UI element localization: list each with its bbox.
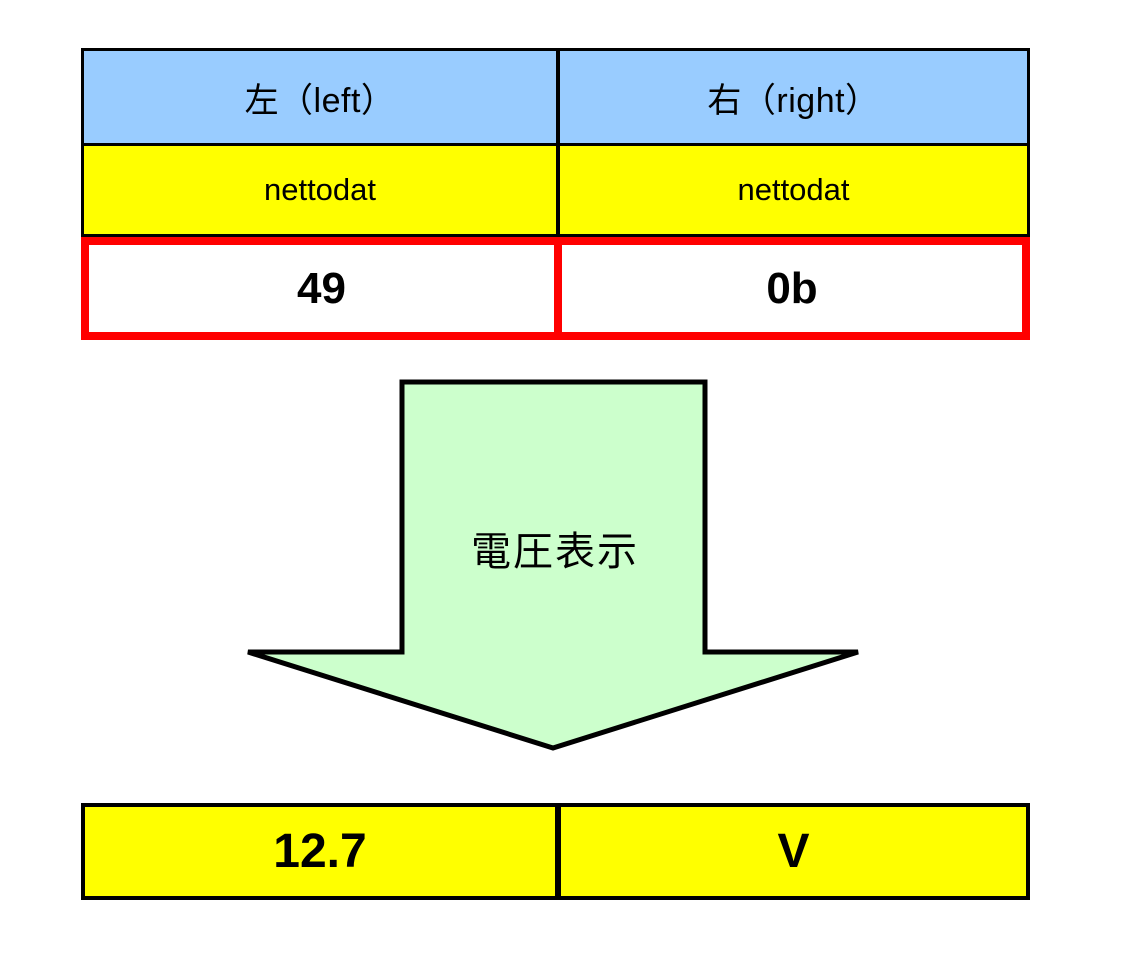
result-value: 12.7 xyxy=(81,803,558,900)
down-block-arrow-icon xyxy=(247,379,859,751)
data-table: 左（left） 右（right） nettodat nettodat 49 0b xyxy=(81,48,1030,340)
field-label-cell-left: nettodat xyxy=(81,146,558,237)
value-cell-right: 0b xyxy=(558,237,1030,340)
table-row-field-labels: nettodat nettodat xyxy=(81,146,1030,237)
header-cell-right: 右（right） xyxy=(558,48,1030,146)
value-cell-left: 49 xyxy=(81,237,558,340)
table-row-headers: 左（left） 右（right） xyxy=(81,48,1030,146)
table-row-values-highlighted: 49 0b xyxy=(81,237,1030,340)
result-unit: V xyxy=(558,803,1030,900)
field-label-cell-right: nettodat xyxy=(558,146,1030,237)
header-cell-left: 左（left） xyxy=(81,48,558,146)
conversion-arrow: 電圧表示 xyxy=(240,374,870,759)
result-bar: 12.7 V xyxy=(81,803,1030,900)
